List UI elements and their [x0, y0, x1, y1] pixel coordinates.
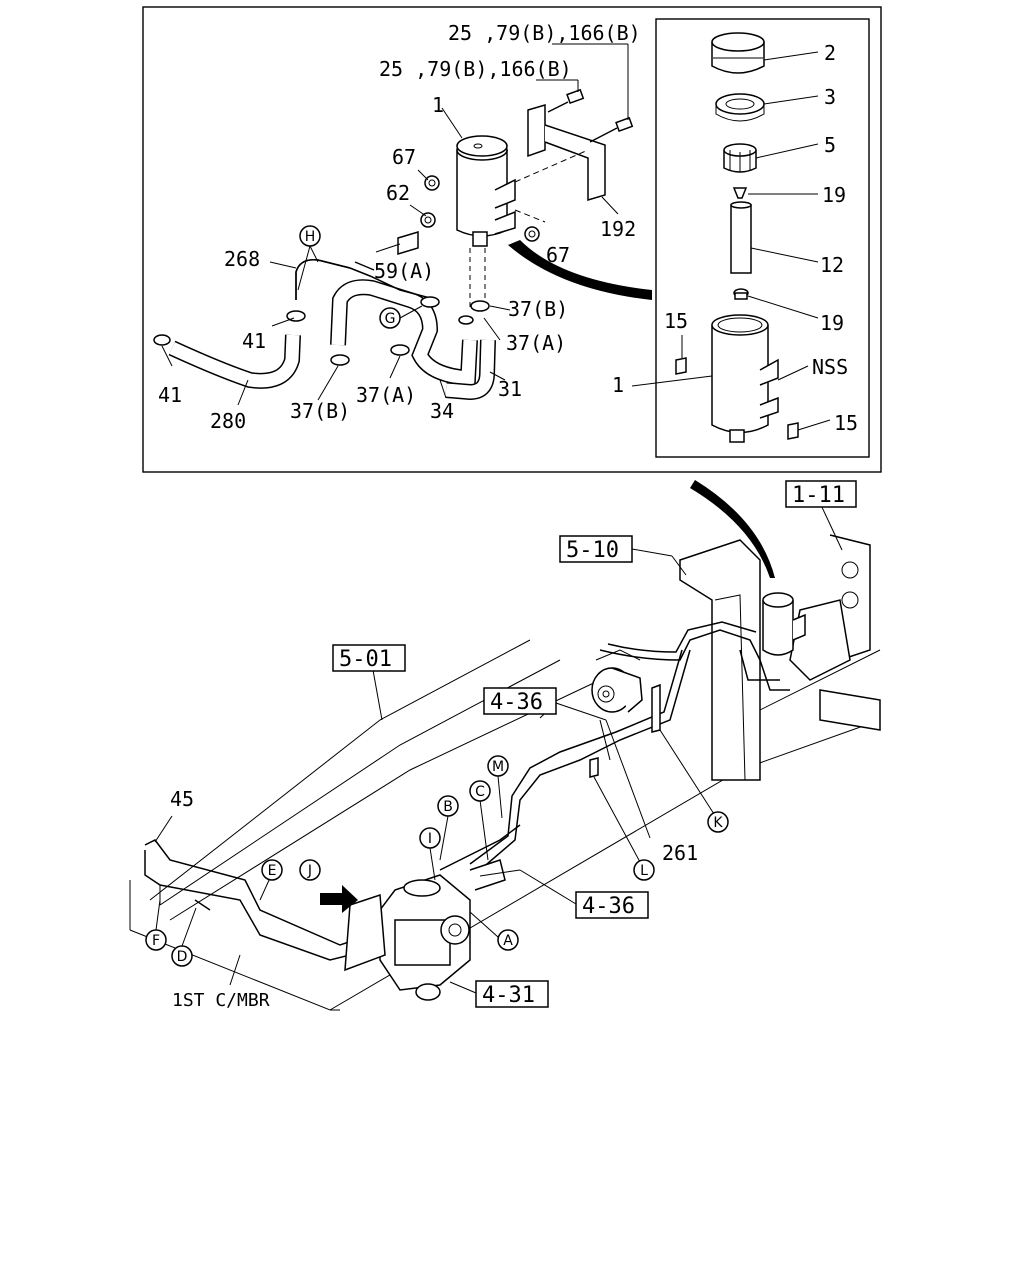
reference-label: 4-36	[582, 894, 635, 919]
callout-letter: G	[385, 311, 396, 327]
bracket-icon	[651, 683, 661, 733]
reference-label: 5-01	[339, 647, 392, 672]
reference-box	[475, 980, 549, 1008]
callout-letter: H	[305, 229, 316, 245]
part-label: 15	[834, 411, 858, 435]
callout-letter: K	[713, 815, 723, 831]
callout-circle	[437, 795, 459, 817]
bracket-icon	[589, 757, 599, 778]
part-label: 34	[430, 399, 454, 423]
part-label: NSS	[812, 355, 848, 379]
exploded-labels: 2 3 5 19 12 19 15 NSS 15	[664, 41, 858, 435]
part-label: 2	[824, 41, 836, 65]
callout-circle	[299, 859, 321, 881]
part-label: 37(A)	[506, 331, 566, 355]
part-label: 37(A)	[356, 383, 416, 407]
part-label: 31	[498, 377, 522, 401]
main-labels: 1-11 5-10 5-01 4-36 4-36 4-31 45 261 1ST…	[145, 480, 857, 1011]
callout-letter: B	[443, 799, 453, 815]
part-label: 45	[170, 787, 194, 811]
part-label: 59(A)	[374, 259, 434, 283]
part-label: 41	[242, 329, 266, 353]
callout-circle	[299, 225, 321, 247]
reference-arrow	[690, 480, 775, 578]
chassis-crossmember	[679, 534, 881, 781]
callout-circle	[145, 929, 167, 951]
part-label: 3	[824, 85, 836, 109]
callout-letter: E	[268, 863, 277, 879]
part-label: 1	[612, 373, 624, 397]
callout-circle	[419, 827, 441, 849]
part-label: 37(B)	[508, 297, 568, 321]
part-label: 19	[822, 183, 846, 207]
reference-label: 4-31	[482, 983, 535, 1008]
callout-letter: D	[177, 949, 188, 965]
part-label: 1	[432, 93, 444, 117]
direction-arrow-icon	[320, 885, 358, 913]
part-label: 192	[600, 217, 636, 241]
nut-icon	[420, 175, 540, 242]
callout-circle	[171, 945, 193, 967]
inset-frame	[142, 6, 882, 473]
reference-label: 1-11	[792, 483, 845, 508]
part-label: 67	[546, 243, 570, 267]
leader-lines-inset	[161, 43, 629, 406]
part-label: 280	[210, 409, 246, 433]
callout-letter: L	[640, 863, 648, 879]
clip-59a-icon	[397, 230, 419, 256]
part-label: 5	[824, 133, 836, 157]
part-label: 25 ,79(B),166(B)	[448, 21, 641, 45]
inset-labels: 25 ,79(B),166(B) 25 ,79(B),166(B) 1 67 6…	[158, 21, 641, 433]
hoses-inset	[168, 259, 496, 401]
callout-letter: J	[307, 863, 312, 879]
reference-box	[332, 644, 406, 672]
steering-gear-box	[344, 859, 506, 1001]
exploded-parts	[675, 32, 799, 443]
callout-circle	[487, 755, 509, 777]
reference-box	[483, 687, 557, 715]
leader-lines-exploded	[631, 51, 831, 431]
part-label: 62	[386, 181, 410, 205]
reference-arrow	[508, 240, 652, 300]
reference-label: 4-36	[490, 690, 543, 715]
bolt-icon	[547, 88, 634, 143]
callout-circle	[497, 929, 519, 951]
power-steering-pump	[591, 649, 643, 713]
reservoir-tank-assembly	[456, 135, 516, 310]
part-label: 19	[820, 311, 844, 335]
part-label: 25 ,79(B),166(B)	[379, 57, 572, 81]
callout-letter: M	[492, 759, 504, 775]
reservoir-tank-main	[762, 592, 806, 656]
hose-clamp-icon	[153, 296, 490, 366]
callout-letter: C	[475, 784, 485, 800]
bracket-192	[514, 103, 606, 223]
part-label: 261	[662, 841, 698, 865]
callout-circle	[633, 859, 655, 881]
callout-circle	[379, 307, 401, 329]
pipe-lines-main	[144, 621, 790, 961]
part-label: 15	[664, 309, 688, 333]
callout-circle	[261, 859, 283, 881]
reference-box	[559, 535, 633, 563]
reference-label: 5-10	[566, 538, 619, 563]
part-label: 41	[158, 383, 182, 407]
part-label: 67	[392, 145, 416, 169]
part-label: 37(B)	[290, 399, 350, 423]
callout-letter: A	[503, 933, 513, 949]
member-label: 1ST C/MBR	[172, 990, 270, 1011]
reference-box	[785, 480, 857, 508]
callout-letter: I	[428, 831, 432, 847]
reference-box	[575, 891, 649, 919]
exploded-view-frame	[655, 18, 870, 458]
callout-circle	[707, 811, 729, 833]
callout-letter: F	[152, 933, 160, 949]
part-label: 268	[224, 247, 260, 271]
callout-circle	[469, 780, 491, 802]
part-label: 12	[820, 253, 844, 277]
